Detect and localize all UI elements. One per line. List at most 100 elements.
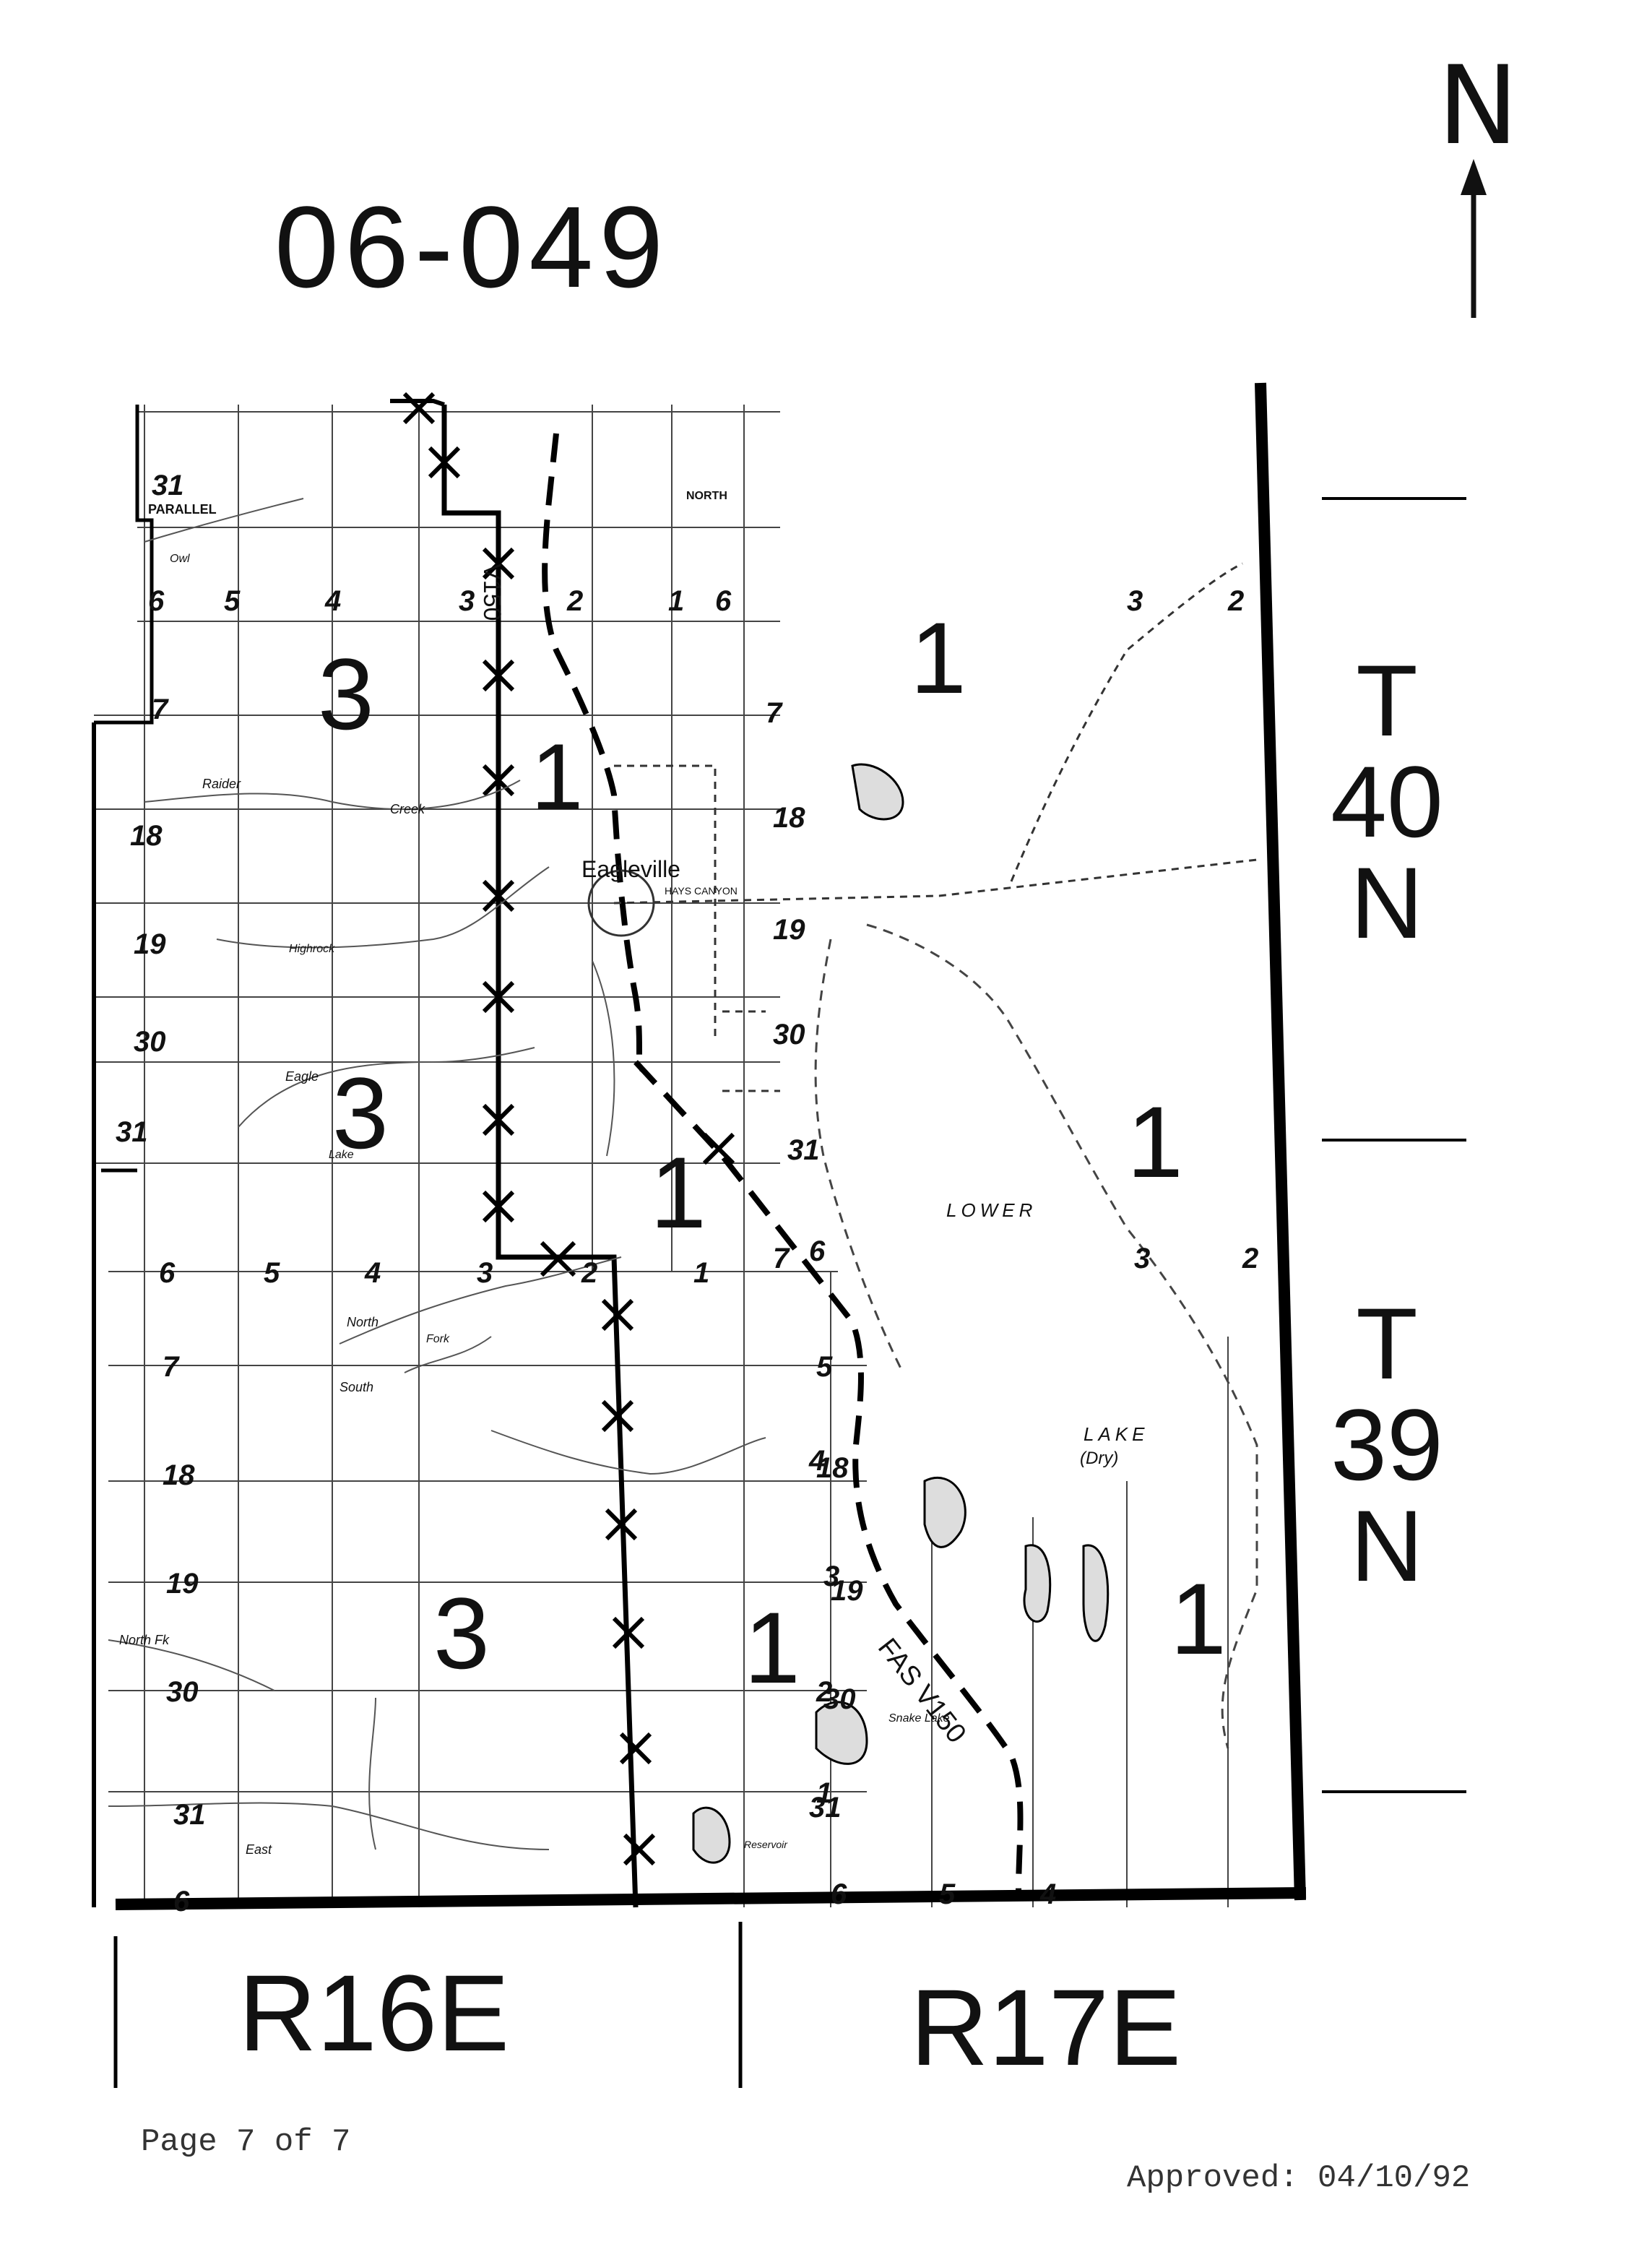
section-number: 2	[1228, 585, 1245, 617]
section-number: 6	[831, 1878, 847, 1910]
section-number: 6	[148, 585, 165, 617]
township-number: 39	[1331, 1388, 1443, 1501]
label-creek: Creek	[390, 802, 425, 816]
section-number: 19	[134, 928, 166, 960]
page-indicator: Page 7 of 7	[141, 2124, 351, 2160]
section-number: 3	[823, 1561, 840, 1592]
zone-label: 3	[332, 1056, 389, 1170]
section-number: 3	[459, 585, 475, 617]
section-number: 30	[134, 1026, 166, 1058]
section-number: 31	[152, 470, 184, 501]
label-hays-canyon: HAYS CANYON	[665, 885, 738, 897]
section-number: 3	[1134, 1243, 1151, 1274]
section-number: 31	[116, 1116, 148, 1148]
section-number: 4	[809, 1445, 826, 1477]
section-number: 19	[831, 1575, 863, 1607]
section-number: 1	[693, 1257, 710, 1289]
section-number: 18	[816, 1452, 849, 1484]
zone-label: 3	[318, 637, 374, 751]
section-number: 4	[365, 1257, 381, 1289]
label-reservoir: Reservoir	[744, 1839, 787, 1850]
section-number: 6	[809, 1235, 826, 1267]
township-39n: T 39 N	[1329, 1293, 1445, 1597]
label-raider-creek: Raider	[202, 777, 241, 791]
section-number: 5	[264, 1257, 280, 1289]
zone-label: 1	[650, 1136, 706, 1249]
section-number: 5	[939, 1878, 956, 1910]
label-fork: Fork	[426, 1333, 449, 1345]
section-number: 2	[816, 1676, 833, 1708]
small-lakes	[692, 763, 1110, 1864]
label-north: NORTH	[686, 490, 727, 502]
section-number: 7	[152, 694, 168, 725]
county-boundary	[92, 382, 1307, 1910]
label-parallel: PARALLEL	[148, 502, 217, 517]
section-number: 3	[1127, 585, 1143, 617]
zone-label: 1	[910, 601, 966, 715]
section-number: 30	[823, 1683, 856, 1715]
township-direction: N	[1350, 846, 1424, 959]
section-number: 18	[130, 820, 163, 852]
section-number: 30	[773, 1019, 805, 1050]
range-r17e: R17E	[910, 1967, 1182, 2088]
approved-date: Approved: 04/10/92	[1127, 2160, 1471, 2196]
label-east: East	[246, 1842, 272, 1857]
label-highrock: Highrock	[289, 943, 335, 955]
section-number: 6	[159, 1257, 176, 1289]
label-owl: Owl	[170, 553, 190, 565]
section-number: 31	[787, 1134, 820, 1166]
place-dry: (Dry)	[1080, 1449, 1119, 1468]
section-number: 18	[163, 1459, 195, 1491]
road-v150	[542, 433, 1024, 1894]
township-direction: N	[1350, 1489, 1424, 1602]
label-lake: Lake	[329, 1149, 354, 1161]
section-number: 7	[163, 1351, 179, 1383]
section-number: 2	[1242, 1243, 1259, 1274]
minor-roads	[613, 562, 1258, 1092]
zone-label: 1	[1127, 1085, 1183, 1199]
section-number: 31	[809, 1792, 842, 1824]
place-lake: LAKE	[1084, 1423, 1149, 1445]
label-north-fk: North Fk	[119, 1633, 170, 1647]
section-number: 6	[173, 1886, 190, 1917]
zone-label: 1	[1170, 1562, 1227, 1675]
section-grid	[94, 405, 1229, 1907]
section-number: 30	[166, 1676, 199, 1708]
section-number: 7	[766, 697, 782, 729]
township-40n: T 40 N	[1329, 650, 1445, 954]
north-arrow-icon	[1461, 159, 1487, 318]
eagleville-marker	[587, 869, 655, 937]
section-number: 19	[773, 914, 805, 946]
section-number: 4	[325, 585, 342, 617]
zone-label: 1	[744, 1591, 800, 1704]
township-number: 40	[1331, 745, 1443, 858]
place-lower-lake: LOWER	[946, 1199, 1037, 1221]
section-number: 18	[773, 802, 805, 834]
label-south: South	[340, 1380, 374, 1394]
label-north-fork: North	[347, 1315, 379, 1329]
township-t: T	[1356, 644, 1418, 757]
township-t: T	[1356, 1287, 1418, 1400]
section-number: 7	[773, 1243, 790, 1274]
section-number: 1	[668, 585, 685, 617]
zone-label: 1	[531, 724, 584, 829]
zone-boundary-line	[390, 399, 639, 1908]
section-number: 5	[816, 1351, 833, 1383]
section-number: 6	[831, 1878, 847, 1910]
section-number: 2	[581, 1257, 598, 1289]
section-number: 6	[715, 585, 732, 617]
section-number: 19	[166, 1568, 199, 1600]
creeks	[108, 498, 766, 1850]
map-number: 06-049	[274, 182, 670, 311]
section-number: 2	[567, 585, 584, 617]
section-number: 4	[1040, 1878, 1057, 1910]
lower-lake-outline	[814, 923, 1258, 1749]
range-r16e: R16E	[238, 1952, 510, 2073]
label-eagle: Eagle	[285, 1069, 319, 1084]
section-number: 1	[816, 1777, 833, 1809]
section-number: 5	[224, 585, 241, 617]
section-number: 3	[477, 1257, 493, 1289]
zone-label: 3	[433, 1576, 490, 1690]
